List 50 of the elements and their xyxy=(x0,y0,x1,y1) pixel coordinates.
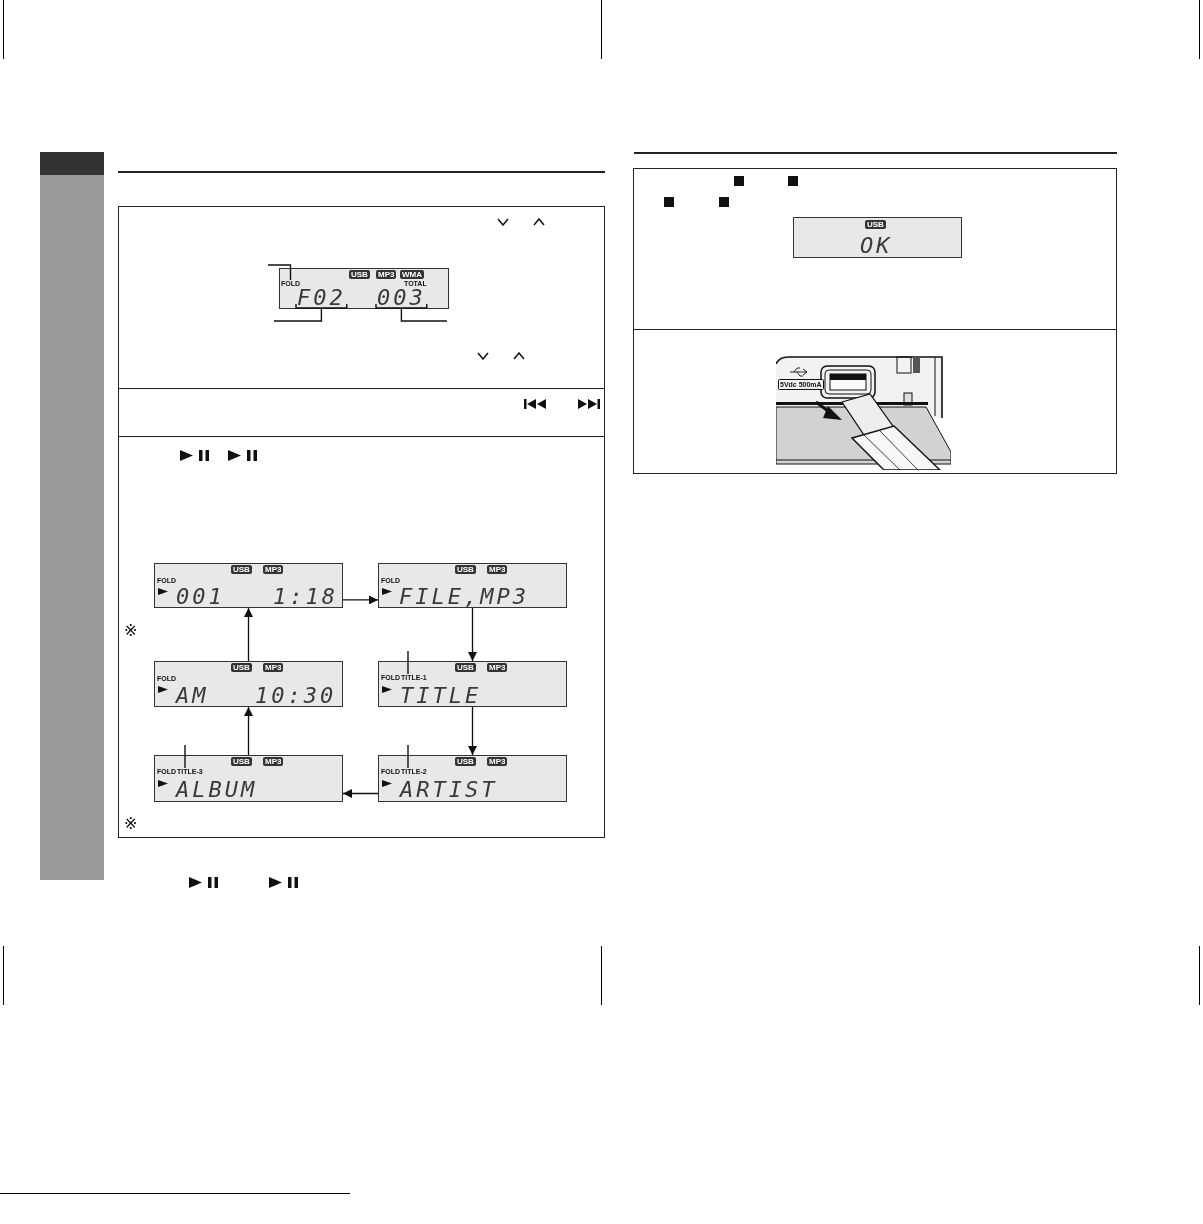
reference-mark: ※ xyxy=(124,815,138,833)
lcd-tag: MP3 xyxy=(263,757,284,766)
lcd-tag: USB xyxy=(231,757,252,766)
lcd-display xyxy=(793,217,962,258)
reference-mark: ※ xyxy=(124,622,138,640)
lcd-tag: MP3 xyxy=(487,757,508,766)
leader-line xyxy=(273,303,348,322)
arrow xyxy=(244,706,253,756)
arrow xyxy=(244,607,253,662)
lcd-readout: FILE,MP3 xyxy=(399,586,529,607)
lcd-display xyxy=(154,755,343,802)
lcd-tag: USB xyxy=(455,757,476,766)
lcd-readout: 003 xyxy=(377,287,426,308)
lcd-tag: MP3 xyxy=(487,663,508,672)
lcd-display xyxy=(378,755,567,802)
lcd-readout: 10:30 xyxy=(255,685,337,706)
lcd-tag: MP3 xyxy=(263,663,284,672)
lcd-display xyxy=(378,563,567,608)
lcd-tag: USB xyxy=(455,565,476,574)
leader-line xyxy=(407,744,409,769)
lcd-display xyxy=(154,563,343,608)
lcd-tag: MP3 xyxy=(487,565,508,574)
lcd-readout: 1:18 xyxy=(273,586,338,607)
lcd-readout: AM xyxy=(176,685,209,706)
lcd-readout: ARTIST xyxy=(400,779,498,800)
leader-line xyxy=(375,303,448,322)
arrow xyxy=(342,595,379,605)
lcd-tag: USB xyxy=(865,220,886,229)
lcd-readout: TITLE xyxy=(400,685,482,706)
lcd-tag: USB xyxy=(455,663,476,672)
lcd-readout: ALBUM xyxy=(176,779,258,800)
lcd-tag: MP3 xyxy=(263,565,284,574)
lcd-tag: MP3 xyxy=(376,270,397,279)
lcd-tag: USB xyxy=(231,565,252,574)
lcd-tag: WMA xyxy=(400,270,424,279)
lcd-display xyxy=(378,661,567,707)
lcd-display xyxy=(154,661,343,707)
lcd-readout: OK xyxy=(860,235,893,256)
leader-line xyxy=(267,264,292,281)
lcd-tag: USB xyxy=(349,270,370,279)
leader-line xyxy=(184,744,186,769)
lcd-readout: 001 xyxy=(176,586,225,607)
lcd-readout: F02 xyxy=(297,287,346,308)
arrow xyxy=(468,607,477,662)
arrow xyxy=(468,706,477,756)
chapter-side-bar xyxy=(40,152,104,880)
lcd-display xyxy=(279,268,449,309)
lcd-tag: USB xyxy=(231,663,252,672)
leader-line xyxy=(407,650,409,675)
arrow xyxy=(342,789,379,798)
